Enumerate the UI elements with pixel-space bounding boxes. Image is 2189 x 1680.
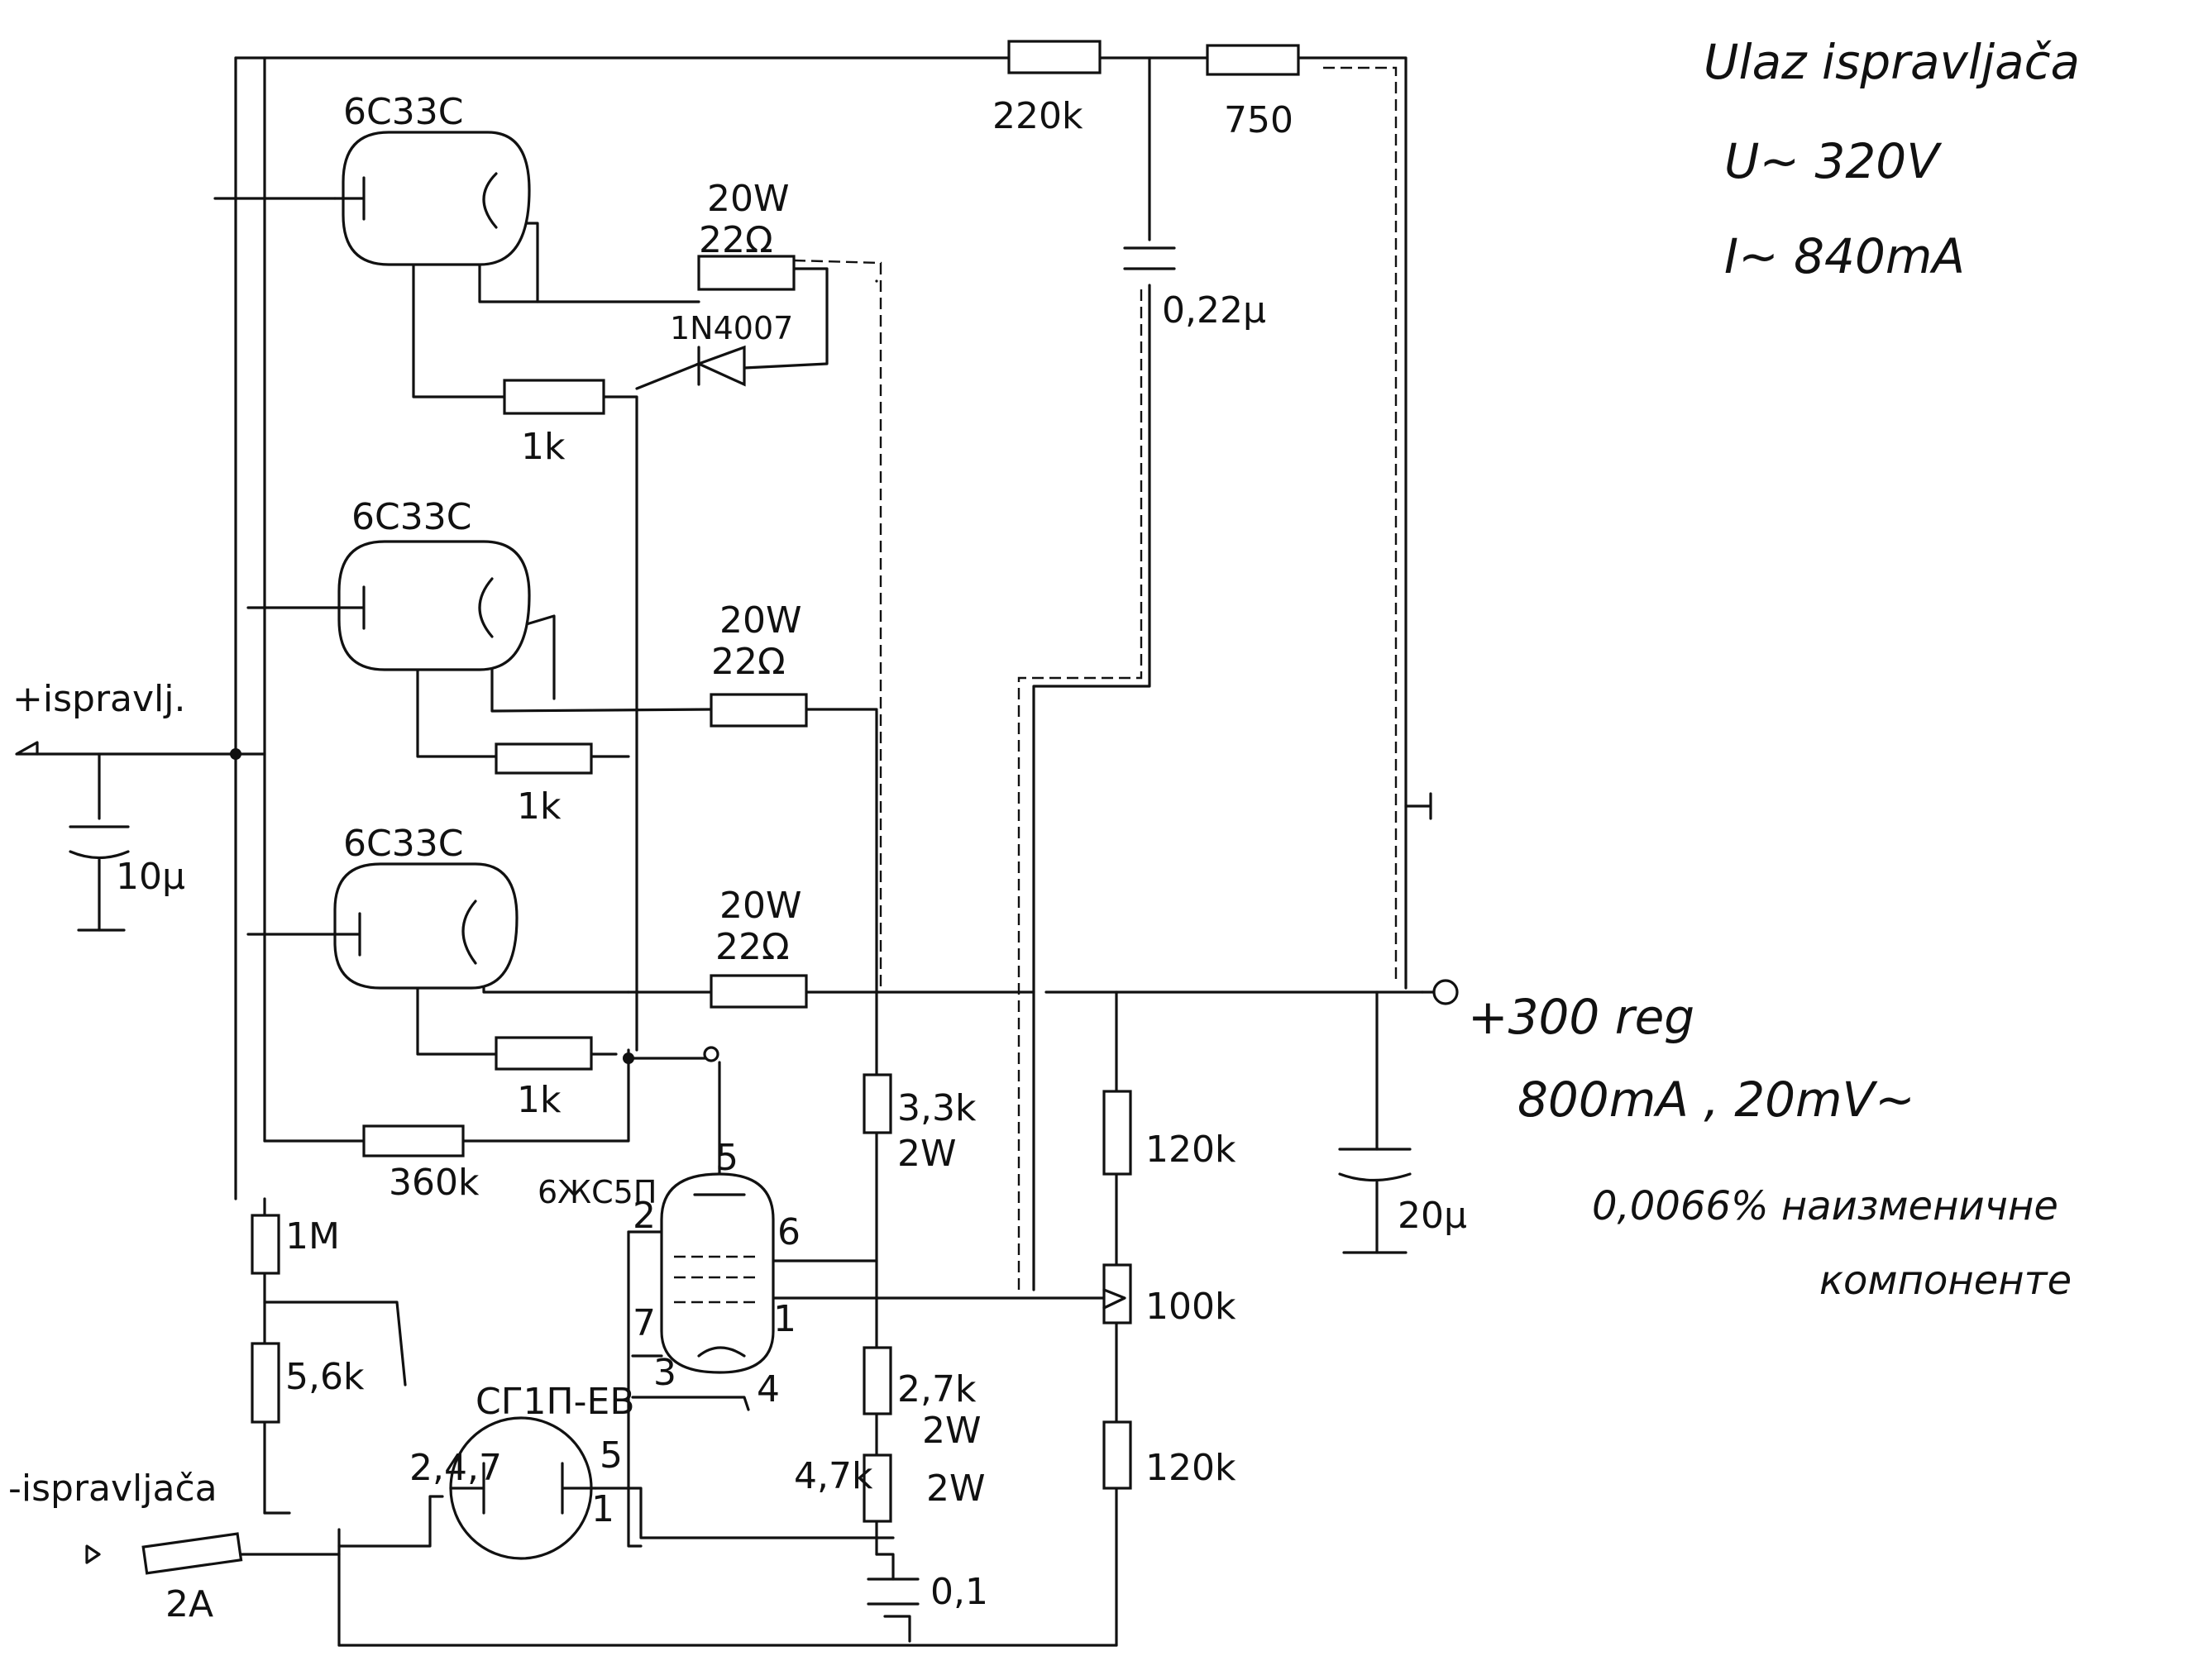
r-120k-bot-label: 120k xyxy=(1145,1447,1236,1489)
plus-in-terminal xyxy=(15,741,39,756)
minus-in-arrow xyxy=(85,1544,101,1564)
reference-tube xyxy=(449,1416,597,1560)
r-22-3-label: 22Ω xyxy=(715,926,790,968)
pin-1: 1 xyxy=(773,1298,796,1340)
input-current: I~ 840mA xyxy=(1724,228,1965,284)
r-2k7-power: 2W xyxy=(922,1410,982,1452)
pentode-tube xyxy=(660,1172,775,1374)
capacitors xyxy=(69,246,1432,1606)
c-10u-label: 10μ xyxy=(116,856,185,898)
pin-6: 6 xyxy=(777,1211,801,1253)
r-5k6-label: 5,6k xyxy=(285,1356,365,1398)
r-220k-label: 220k xyxy=(992,95,1083,137)
minus-in-label: -ispravljača xyxy=(8,1468,217,1510)
tube-2-label: 6C33C xyxy=(351,496,471,538)
ref-pin-1: 1 xyxy=(591,1488,614,1530)
diode-label: 1N4007 xyxy=(670,310,793,346)
plus-in-label: +ispravlj. xyxy=(12,678,185,720)
pentode-label: 6ЖС5П xyxy=(538,1174,657,1210)
r-1m-label: 1M xyxy=(285,1215,340,1258)
fuse-label: 2A xyxy=(165,1583,213,1625)
distortion-line-1: 0,0066% наизменичне xyxy=(1592,1183,2058,1229)
reference-tube-label: СГ1П-ЕВ xyxy=(476,1381,635,1423)
r-360k-label: 360k xyxy=(389,1162,480,1204)
triode-2 xyxy=(337,540,531,671)
notes: Ulaz ispravljača U~ 320V I~ 840mA +300 r… xyxy=(1468,34,2080,1304)
r-3k3-label: 3,3k xyxy=(897,1087,977,1129)
ref-pin-5: 5 xyxy=(600,1434,623,1477)
junction-dot-2 xyxy=(230,748,241,760)
tube-labels: 6C33C 6C33C 6C33C 6ЖС5П СГ1П-ЕВ xyxy=(343,91,657,1423)
r-22-3-power: 20W xyxy=(719,885,802,927)
pot-wiper-arrow xyxy=(1102,1288,1126,1310)
r-2k7-label: 2,7k xyxy=(897,1368,977,1410)
input-voltage: U~ 320V xyxy=(1724,133,1943,189)
out-terminal-label: +300 reg xyxy=(1468,989,1694,1045)
pin-5: 5 xyxy=(715,1137,738,1179)
part-labels: 220k 750 0,22μ 20W 22Ω 1N4007 1k 20W 22Ω… xyxy=(8,95,1467,1625)
r-3k3-power: 2W xyxy=(897,1133,957,1175)
pentode-grid-node xyxy=(703,1046,719,1062)
tube-1-label: 6C33C xyxy=(343,91,463,133)
r-22-1-label: 22Ω xyxy=(699,219,773,261)
pin-labels: 5 2 6 7 1 3 4 2,4,7 5 1 xyxy=(409,1137,801,1530)
pin-7: 7 xyxy=(633,1302,656,1344)
out-terminal xyxy=(1432,979,1459,1005)
r-750-label: 750 xyxy=(1224,99,1293,141)
triode-1 xyxy=(333,131,531,266)
c-20u-label: 20μ xyxy=(1398,1195,1467,1237)
tube-3-label: 6C33C xyxy=(343,823,463,865)
r-22-2-power: 20W xyxy=(719,599,802,642)
r-4k7-label: 4,7k xyxy=(794,1455,873,1497)
r-22-2-label: 22Ω xyxy=(711,641,786,683)
pin-2: 2 xyxy=(633,1195,656,1237)
input-title: Ulaz ispravljača xyxy=(1704,34,2080,90)
out-spec: 800mA , 20mV~ xyxy=(1517,1071,1915,1128)
wiring xyxy=(36,56,1436,1647)
terminals xyxy=(15,741,1459,1564)
triode-3 xyxy=(333,862,519,990)
r-1k-2-label: 1k xyxy=(517,785,562,828)
diode-1n4007 xyxy=(695,345,746,387)
r-1k-3-label: 1k xyxy=(517,1079,562,1121)
pot-100k-label: 100k xyxy=(1145,1286,1236,1328)
junction-dot xyxy=(623,1052,634,1064)
r-22-1-power: 20W xyxy=(707,178,790,220)
c-01-label: 0,1 xyxy=(930,1571,988,1613)
distortion-line-2: компоненте xyxy=(1819,1258,2072,1304)
r-120k-top-label: 120k xyxy=(1145,1129,1236,1171)
ref-anode-pins: 2,4,7 xyxy=(409,1447,502,1489)
c-022-label: 0,22μ xyxy=(1162,289,1266,332)
r-4k7-power: 2W xyxy=(926,1468,986,1510)
pin-4: 4 xyxy=(757,1368,780,1410)
r-1k-1-label: 1k xyxy=(521,426,566,468)
pin-3: 3 xyxy=(653,1352,676,1394)
